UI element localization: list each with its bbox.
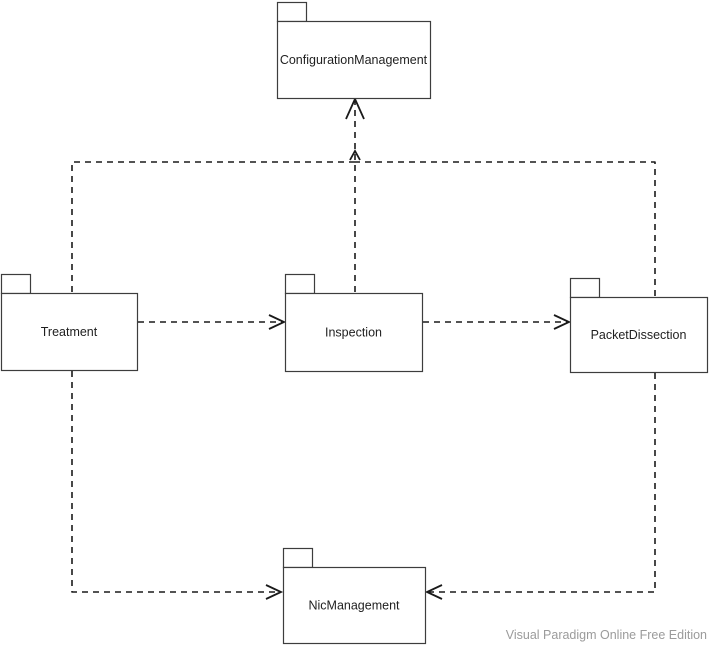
package-label: ConfigurationManagement	[280, 53, 428, 67]
package-inspection[interactable]: Inspection	[284, 273, 424, 373]
package-body	[284, 292, 424, 373]
dependency-treatment-to-configuration-management[interactable]	[71, 161, 355, 292]
connectors-layer	[71, 96, 656, 600]
dependency-treatment-to-nic-management[interactable]	[71, 371, 280, 593]
open-arrowhead-icon	[268, 314, 287, 330]
package-body	[569, 296, 709, 374]
dependency-packet-dissection-to-nic-management[interactable]	[428, 373, 656, 593]
package-body	[276, 20, 432, 100]
package-body	[0, 292, 139, 372]
package-tab	[0, 273, 32, 295]
package-label: Inspection	[325, 326, 382, 340]
open-arrowhead-icon	[265, 584, 284, 600]
package-label: NicManagement	[308, 599, 400, 613]
package-tab	[284, 273, 316, 295]
package-configuration-management[interactable]: ConfigurationManagement	[276, 1, 432, 100]
package-treatment[interactable]: Treatment	[0, 273, 139, 372]
package-tab	[276, 1, 308, 23]
package-tab	[569, 277, 601, 299]
watermark-text: Visual Paradigm Online Free Edition	[505, 628, 707, 642]
package-body	[282, 566, 427, 645]
dependency-packet-dissection-to-configuration-management[interactable]	[355, 161, 656, 296]
package-tab	[282, 547, 314, 569]
package-label: Treatment	[41, 325, 98, 339]
package-packet-dissection[interactable]: PacketDissection	[569, 277, 709, 374]
open-arrowhead-icon	[553, 314, 572, 330]
package-label: PacketDissection	[591, 328, 687, 342]
open-arrowhead-icon	[424, 584, 443, 600]
package-nic-management[interactable]: NicManagement	[282, 547, 427, 645]
open-arrowhead-icon	[349, 149, 361, 161]
